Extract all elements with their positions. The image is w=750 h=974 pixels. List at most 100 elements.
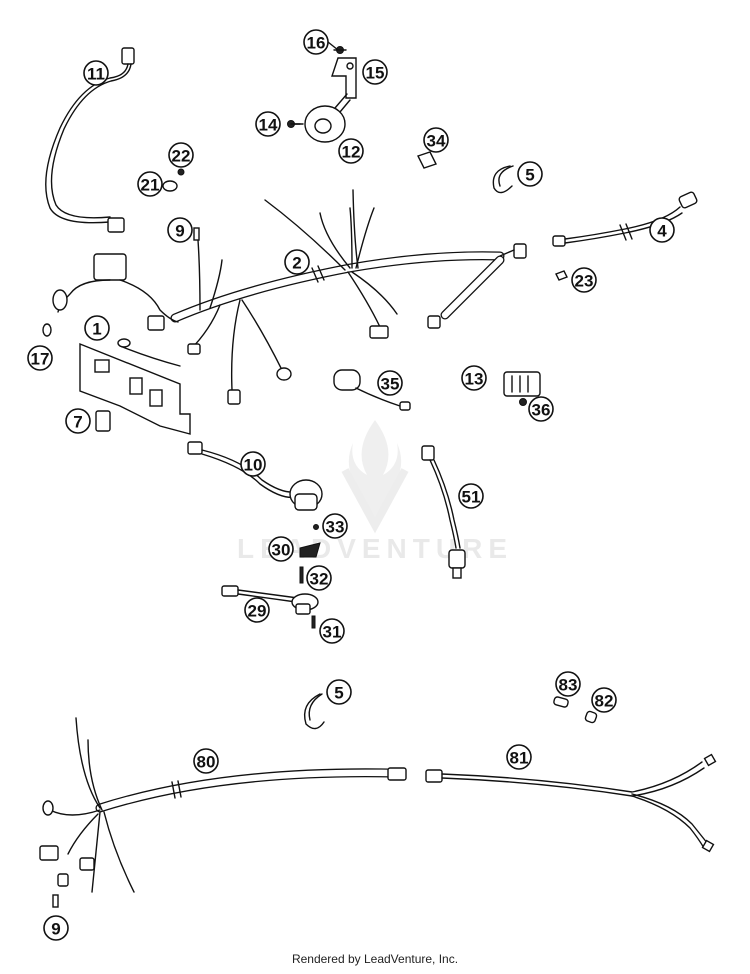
callout-circle bbox=[303, 29, 329, 55]
callout-51[interactable]: 51 bbox=[458, 483, 484, 509]
callout-label: 17 bbox=[31, 350, 50, 369]
part-21-grommet[interactable] bbox=[162, 180, 178, 192]
callout-label: 33 bbox=[326, 518, 345, 537]
callout-23[interactable]: 23 bbox=[571, 267, 597, 293]
part-35-coil[interactable] bbox=[333, 369, 411, 411]
part-4-lead[interactable] bbox=[552, 191, 698, 247]
part-5-cable-tie[interactable] bbox=[492, 165, 514, 194]
callout-36[interactable]: 36 bbox=[528, 396, 554, 422]
callout-label: 9 bbox=[51, 920, 60, 939]
part-10-switch[interactable] bbox=[187, 441, 323, 511]
part-17-terminal[interactable] bbox=[42, 323, 52, 337]
callout-label: 10 bbox=[244, 456, 263, 475]
callout-31[interactable]: 31 bbox=[319, 618, 345, 644]
callout-30[interactable]: 30 bbox=[268, 536, 294, 562]
callout-label: 29 bbox=[248, 602, 267, 621]
part-51-sensor[interactable] bbox=[421, 445, 466, 579]
part-12-horn[interactable] bbox=[304, 93, 351, 143]
callout-4[interactable]: 4 bbox=[649, 217, 675, 243]
part-34-cap[interactable] bbox=[417, 151, 437, 169]
part-33-dot[interactable] bbox=[313, 524, 319, 530]
callout-circle bbox=[167, 217, 193, 243]
part-29-lead[interactable] bbox=[221, 585, 319, 615]
part-36-screw[interactable] bbox=[519, 398, 527, 406]
part-22-screw[interactable] bbox=[177, 168, 185, 176]
part-32-screw[interactable] bbox=[299, 566, 304, 584]
callout-11[interactable]: 11 bbox=[83, 60, 109, 86]
callout-14[interactable]: 14 bbox=[255, 111, 281, 137]
callout-circle bbox=[319, 618, 345, 644]
part-83-terminal[interactable] bbox=[553, 696, 569, 708]
callout-9[interactable]: 9 bbox=[167, 217, 193, 243]
callout-label: 16 bbox=[307, 34, 326, 53]
callout-circle bbox=[517, 161, 543, 187]
callout-21[interactable]: 21 bbox=[137, 171, 163, 197]
callout-label: 22 bbox=[172, 147, 191, 166]
relay-cluster[interactable] bbox=[52, 253, 179, 323]
callout-circle bbox=[244, 597, 270, 623]
leader-lines bbox=[290, 41, 339, 125]
callout-circle bbox=[649, 217, 675, 243]
callout-83[interactable]: 83 bbox=[555, 671, 581, 697]
callout-layer: 16 15 11 14 12 34 22 21 5 9 2 4 23 1 17 13 35 36 7 10 51 33 30… bbox=[27, 29, 675, 941]
part-1-bracket[interactable] bbox=[79, 338, 191, 435]
callout-circle bbox=[322, 513, 348, 539]
callout-label: 15 bbox=[366, 64, 385, 83]
callout-label: 4 bbox=[657, 222, 667, 241]
part-2-main-harness[interactable] bbox=[147, 189, 527, 405]
callout-label: 1 bbox=[92, 320, 101, 339]
part-30-wedge[interactable] bbox=[299, 542, 321, 558]
part-15-horn-bracket[interactable] bbox=[331, 57, 357, 99]
callout-15[interactable]: 15 bbox=[362, 59, 388, 85]
callout-circle bbox=[591, 687, 617, 713]
part-16-bolt[interactable] bbox=[333, 46, 347, 54]
callout-circle bbox=[461, 365, 487, 391]
callout-label: 5 bbox=[525, 166, 534, 185]
callout-12[interactable]: 12 bbox=[338, 138, 364, 164]
callout-circle bbox=[240, 451, 266, 477]
part-80-rear-harness[interactable] bbox=[39, 717, 407, 893]
callout-29[interactable]: 29 bbox=[244, 597, 270, 623]
callout-5[interactable]: 5 bbox=[326, 679, 352, 705]
callout-7[interactable]: 7 bbox=[65, 408, 91, 434]
callout-5[interactable]: 5 bbox=[517, 161, 543, 187]
callout-33[interactable]: 33 bbox=[322, 513, 348, 539]
callout-17[interactable]: 17 bbox=[27, 345, 53, 371]
part-5-cable-tie-lower[interactable] bbox=[303, 693, 325, 730]
callout-32[interactable]: 32 bbox=[306, 565, 332, 591]
callout-22[interactable]: 22 bbox=[168, 142, 194, 168]
callout-34[interactable]: 34 bbox=[423, 127, 449, 153]
render-credit: Rendered by LeadVenture, Inc. bbox=[291, 952, 459, 966]
callout-35[interactable]: 35 bbox=[377, 370, 403, 396]
part-31-screw[interactable] bbox=[311, 615, 316, 629]
part-11-sensor-lead[interactable] bbox=[45, 47, 135, 233]
callout-1[interactable]: 1 bbox=[84, 315, 110, 341]
callout-label: 31 bbox=[323, 623, 342, 642]
part-81-harness[interactable] bbox=[425, 753, 717, 853]
callout-13[interactable]: 13 bbox=[461, 365, 487, 391]
part-13-regulator[interactable] bbox=[503, 371, 541, 397]
part-23-clip[interactable] bbox=[555, 270, 568, 281]
part-9-terminal-lower[interactable] bbox=[52, 894, 59, 908]
callout-circle bbox=[43, 915, 69, 941]
part-9-terminal[interactable] bbox=[193, 227, 200, 241]
part-82-terminal[interactable] bbox=[584, 710, 598, 724]
callout-circle bbox=[193, 748, 219, 774]
callout-16[interactable]: 16 bbox=[303, 29, 329, 55]
callout-circle bbox=[338, 138, 364, 164]
callout-circle bbox=[284, 249, 310, 275]
part-7-connector[interactable] bbox=[95, 410, 111, 432]
callout-81[interactable]: 81 bbox=[506, 744, 532, 770]
callout-circle bbox=[168, 142, 194, 168]
callout-10[interactable]: 10 bbox=[240, 451, 266, 477]
callout-9[interactable]: 9 bbox=[43, 915, 69, 941]
callout-circle bbox=[255, 111, 281, 137]
callout-label: 23 bbox=[575, 272, 594, 291]
callout-80[interactable]: 80 bbox=[193, 748, 219, 774]
callout-2[interactable]: 2 bbox=[284, 249, 310, 275]
callout-82[interactable]: 82 bbox=[591, 687, 617, 713]
callout-circle bbox=[571, 267, 597, 293]
callout-label: 11 bbox=[87, 65, 105, 84]
